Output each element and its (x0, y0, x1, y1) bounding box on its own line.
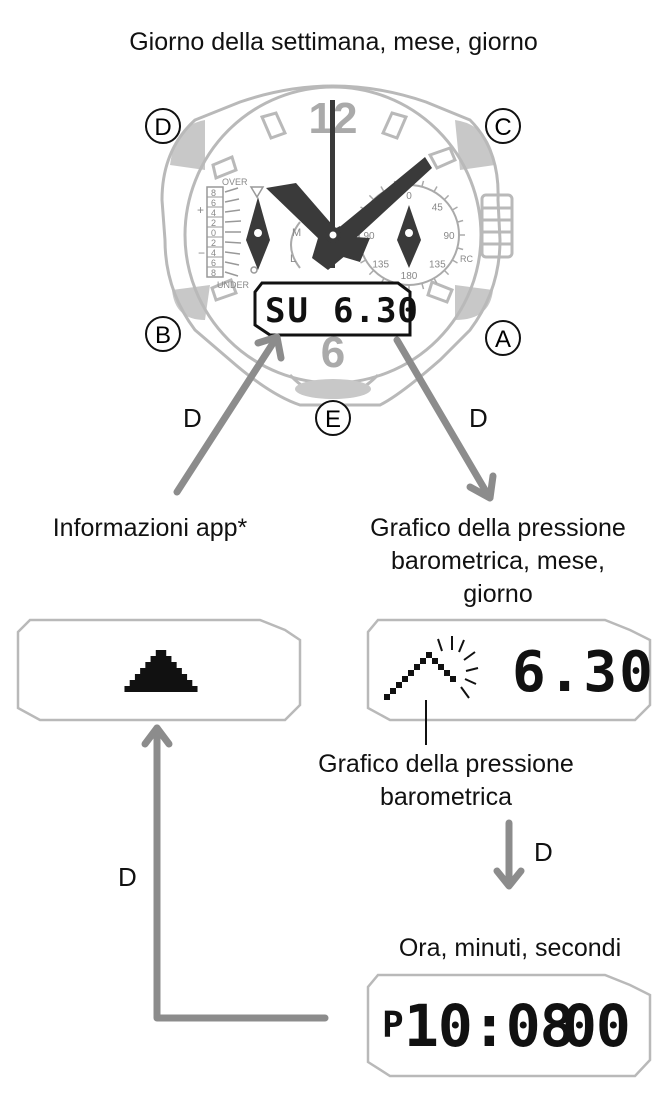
hour-hand (266, 183, 335, 242)
watch-case (160, 84, 502, 407)
graph-panel-label-line3: giorno (463, 580, 533, 608)
scale-digit: 8 (211, 268, 216, 278)
scale-plus: + (197, 203, 204, 217)
rc-label: RC (460, 254, 473, 264)
time-lcd-seconds: 00 (562, 992, 631, 1060)
minute-hand (336, 157, 432, 248)
app-panel-label: Informazioni app* (52, 514, 248, 542)
graph-callout-line1: Grafico della pressione (318, 750, 574, 778)
button-a-guard (455, 285, 493, 320)
arrow-label-to-graph: D (469, 403, 488, 433)
scale-digit: 6 (211, 258, 216, 268)
page-title: Giorno della settimana, mese, giorno (129, 28, 538, 56)
button-circles: D C B A E (145, 108, 521, 436)
arrow-to-graph (393, 336, 492, 499)
watch-lcd-day: SU (265, 291, 310, 331)
app-triangle-icon (124, 650, 198, 692)
watch-lcd-date: 6.30 (333, 291, 419, 331)
button-a-label: A (495, 326, 511, 353)
mode-subdial: M L (290, 221, 301, 269)
time-lcd-hhmm: 10:08 (404, 992, 575, 1060)
sub-l: L (290, 253, 296, 265)
compass-mark: 45 (432, 203, 444, 214)
scale-digit: 8 (211, 188, 216, 198)
graph-callout-line2: barometrica (380, 783, 512, 811)
scale-digit: 6 (211, 198, 216, 208)
minute-hand-base (340, 236, 370, 262)
compass-mark: 0 (406, 191, 412, 202)
watch-lcd-window (253, 281, 412, 337)
time-lcd-indicator: P (382, 1005, 404, 1046)
barometric-graph (384, 652, 456, 700)
time-panel-label: Ora, minuti, secondi (398, 934, 622, 962)
sub-m: M (292, 227, 301, 239)
flow-arrows (141, 333, 525, 1022)
scale-over-label: OVER (222, 177, 248, 187)
panel-time-frame (366, 973, 652, 1078)
graph-rays (437, 636, 479, 699)
button-e-body (295, 379, 371, 399)
arrow-label-to-time: D (534, 837, 553, 867)
scale-digit: 2 (211, 238, 216, 248)
crown (480, 193, 514, 259)
hour-markers (210, 111, 457, 304)
arrow-label-back-to-app: D (118, 862, 137, 892)
graph-panel-label-line1: Grafico della pressione (370, 514, 626, 542)
scale-digit: 0 (211, 228, 216, 238)
graph-panel-label-line2: barometrica, mese, (391, 547, 605, 575)
panel-graph-frame (366, 618, 652, 722)
scale-digit: 2 (211, 218, 216, 228)
compass-subdial: 045901351801359045 RC (353, 179, 473, 291)
scale-digit: 4 (211, 248, 216, 258)
second-hand (330, 100, 335, 268)
compass-mark: 135 (372, 259, 389, 270)
button-d-label: D (154, 114, 171, 141)
arrow-to-app (173, 336, 279, 496)
button-b-label: B (155, 322, 171, 349)
button-c-label: C (494, 114, 511, 141)
compass-mark: 135 (429, 259, 446, 270)
scale-digit: 4 (211, 208, 216, 218)
button-c-guard (455, 120, 495, 170)
compass-mark: 180 (401, 271, 418, 282)
scale-under-label: UNDER (217, 280, 250, 290)
button-d-guard (170, 120, 205, 170)
scale-minus: − (198, 246, 205, 260)
compass-mark: 90 (443, 231, 455, 242)
arrow-back-to-app (153, 724, 329, 1022)
button-e-label: E (325, 406, 341, 433)
arrow-label-to-app: D (183, 403, 202, 433)
graph-lcd-date: 6.30 (512, 640, 655, 705)
compass-mark: 90 (363, 231, 375, 242)
